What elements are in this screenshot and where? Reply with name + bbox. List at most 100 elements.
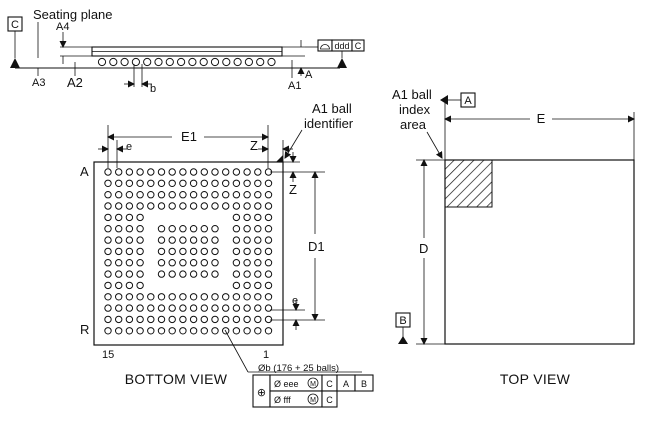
solder-ball [147,202,155,210]
solder-ball [254,327,262,335]
fcf-row1-tol: Ø eee [274,379,299,389]
solder-ball [179,236,187,244]
solder-ball [189,168,198,176]
solder-ball [254,259,262,267]
solder-ball [157,168,166,176]
solder-ball [157,202,166,210]
solder-ball [254,293,262,301]
e-label: E [537,111,546,126]
solder-ball [104,270,112,278]
side-ball [143,57,152,67]
e-top-label: e [126,141,132,153]
solder-ball [200,270,209,278]
side-ball [109,57,118,67]
solder-ball [211,304,219,312]
solder-ball [147,327,155,335]
bottom-view-outline [93,161,284,346]
solder-ball [222,168,230,176]
solder-ball [157,179,166,188]
solder-ball [264,259,273,267]
bottom-view: E1 e Z A1 ball identifier Z D1 e A [80,101,374,408]
solder-ball [115,315,123,324]
solder-ball [232,304,241,312]
solder-ball [179,202,187,210]
solder-ball [115,168,123,176]
solder-ball [125,304,134,312]
datum-a-box [460,92,476,108]
side-ball [97,57,107,67]
solder-ball [243,236,251,244]
index-label-line3: area [400,117,427,132]
fcf-row2-tol: Ø fff [274,395,291,405]
solder-ball [189,179,198,188]
solder-ball [232,202,241,210]
solder-ball [136,202,144,210]
solder-ball [264,315,273,324]
solder-ball [211,191,219,199]
solder-ball [104,179,112,188]
fcf-datum: C [355,41,362,51]
solder-ball [232,225,241,233]
solder-ball [189,270,198,278]
solder-ball [232,293,241,301]
solder-ball [264,281,273,290]
solder-ball [168,225,176,233]
solder-ball [243,327,251,335]
solder-ball [136,236,144,244]
solder-ball [104,236,112,244]
solder-ball [189,225,198,233]
solder-ball [115,179,123,188]
solder-ball [104,293,112,301]
fcf-tolerance: ddd [334,41,349,51]
solder-ball [136,259,144,267]
z-top-label: Z [250,138,258,153]
solder-ball [168,293,176,301]
solder-ball [200,315,209,324]
solder-ball [243,270,251,278]
solder-ball [254,213,262,222]
solder-ball [232,259,241,267]
solder-ball [200,259,209,267]
solder-ball [115,225,123,233]
side-ball [165,57,174,67]
solder-ball [147,179,155,188]
side-ball [210,57,220,67]
solder-ball [254,281,262,290]
solder-ball [168,315,176,324]
surface-profile-icon [320,44,330,50]
solder-ball [222,293,230,301]
svg-text:B: B [399,315,406,327]
svg-text:C: C [326,379,333,389]
datum-c-triangle [10,58,20,68]
solder-ball [168,259,176,267]
solder-ball [211,327,219,335]
d1-label: D1 [308,239,325,254]
side-view: C Seating plane A4 A3 A2 b [7,7,365,95]
solder-ball [254,202,262,210]
solder-ball [136,327,144,335]
solder-ball [200,191,209,199]
solder-ball [125,327,134,335]
top-view: A1 ball index area A E D B TOP VIEW [392,87,635,387]
solder-ball [232,247,241,256]
solder-ball [211,247,219,256]
solder-ball [157,270,166,278]
solder-ball [115,270,123,278]
solder-ball [104,281,112,290]
solder-ball [136,191,144,199]
solder-ball [125,225,134,233]
solder-ball [115,213,123,222]
solder-ball [104,191,112,199]
solder-ball [222,191,230,199]
solder-ball [104,259,112,267]
z-side-label: Z [289,182,297,197]
col-label-1: 1 [263,349,269,361]
solder-ball [179,327,187,335]
solder-ball [243,293,251,301]
solder-ball [168,202,176,210]
solder-ball [243,247,251,256]
solder-ball [222,304,230,312]
solder-ball [211,236,219,244]
solder-ball [125,315,134,324]
